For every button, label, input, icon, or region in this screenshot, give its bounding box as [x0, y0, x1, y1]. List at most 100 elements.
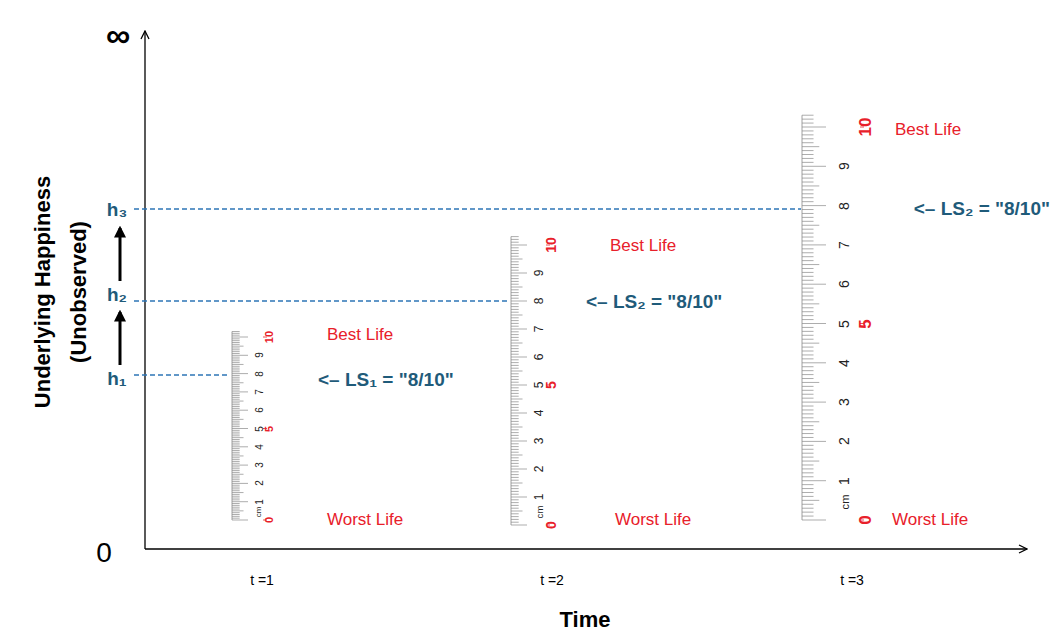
ruler-tick	[802, 351, 814, 352]
ruler-number: 8	[533, 298, 546, 305]
ruler-tick	[232, 375, 240, 376]
ruler-tick	[802, 362, 826, 363]
ruler-tick	[802, 480, 826, 481]
ruler-edge	[511, 237, 512, 525]
ruler-tick	[511, 446, 519, 447]
ruler-tick	[232, 454, 240, 455]
ruler-tick	[802, 158, 814, 159]
ruler-tick	[232, 487, 240, 488]
ruler-tick	[232, 443, 240, 444]
ruler-tick	[802, 394, 814, 395]
level-line	[134, 300, 510, 302]
ruler-tick	[511, 421, 519, 422]
ruler-tick	[232, 439, 240, 440]
ruler-tick	[511, 508, 519, 509]
scale-number: 0	[544, 521, 559, 529]
ruler-number: 9	[533, 270, 546, 277]
ruler-tick	[511, 469, 527, 470]
ruler-tick	[802, 264, 819, 265]
ruler-tick	[802, 134, 814, 135]
ruler-tick	[802, 221, 814, 222]
ruler-tick	[511, 413, 527, 414]
ruler-tick	[511, 519, 519, 520]
ruler-tick	[232, 490, 240, 491]
ruler-tick	[511, 273, 527, 274]
ruler-tick	[802, 319, 814, 320]
ruler-tick	[802, 386, 814, 387]
ruler-tick	[511, 278, 519, 279]
ruler-tick	[802, 492, 814, 493]
ruler-tick	[511, 424, 519, 425]
ruler-tick	[232, 388, 240, 389]
ruler-tick	[511, 259, 523, 260]
ruler-tick	[511, 455, 523, 456]
ruler-number: 1	[533, 494, 546, 501]
ruler-tick	[802, 488, 814, 489]
ruler-tick	[802, 205, 826, 206]
ruler-tick	[232, 488, 240, 489]
x-axis	[145, 548, 1027, 549]
ruler-tick	[511, 415, 519, 416]
ruler-tick	[232, 335, 240, 336]
ruler-tick	[232, 423, 240, 424]
ruler-tick	[802, 292, 814, 293]
ruler-tick	[802, 166, 826, 167]
ruler-tick	[232, 395, 240, 396]
ruler-tick	[511, 382, 519, 383]
ruler-number: 5	[837, 320, 852, 328]
ruler-number: 2	[254, 481, 265, 487]
ruler-tick	[802, 464, 814, 465]
ruler-tick	[511, 452, 519, 453]
ruler-unit: cm	[535, 506, 546, 519]
scale-end-label: Best Life	[327, 326, 393, 345]
ruler-tick	[511, 494, 519, 495]
ruler-tick	[232, 512, 240, 513]
ruler-tick	[802, 347, 814, 348]
ruler-tick	[232, 413, 240, 414]
ruler-tick	[232, 390, 240, 391]
ruler-tick	[511, 471, 519, 472]
ruler-tick	[511, 497, 527, 498]
ruler-tick	[511, 525, 527, 526]
ruler-tick	[232, 358, 240, 359]
ruler-tick	[511, 373, 519, 374]
ruler-tick	[232, 483, 248, 484]
ruler-tick	[802, 303, 819, 304]
scale-number: 10	[544, 237, 559, 253]
ruler-tick	[802, 288, 814, 289]
ruler-tick	[802, 457, 814, 458]
ruler-tick	[802, 378, 814, 379]
scale-number: 5	[263, 425, 275, 431]
ruler-tick	[232, 384, 240, 385]
axis-title: (Unobserved)	[67, 221, 91, 363]
ruler-tick	[232, 435, 240, 436]
ruler-tick	[802, 441, 826, 442]
ruler-tick	[511, 474, 519, 475]
ruler-tick	[511, 379, 519, 380]
ruler-tick	[511, 245, 527, 246]
ruler-tick	[511, 513, 519, 514]
ruler-tick	[232, 408, 240, 409]
ruler-tick	[511, 457, 519, 458]
ruler-tick	[802, 248, 814, 249]
ruler-tick	[232, 368, 240, 369]
ruler-tick	[232, 347, 240, 348]
ruler-tick	[232, 342, 240, 343]
ruler-tick	[802, 461, 819, 462]
ruler-tick	[802, 244, 826, 245]
ruler-tick	[232, 516, 240, 517]
time-tick: t =2	[540, 573, 564, 588]
ruler-tick	[232, 380, 240, 381]
ruler-tick	[232, 351, 240, 352]
ruler-unit: cm	[839, 495, 851, 510]
ruler-tick	[511, 236, 519, 237]
ruler-tick	[232, 477, 240, 478]
ruler-tick	[232, 433, 240, 434]
ruler-tick	[802, 284, 826, 285]
ruler-tick	[802, 449, 814, 450]
ruler-number: 6	[533, 354, 546, 361]
ruler-tick	[802, 417, 814, 418]
ruler-tick	[511, 303, 519, 304]
ruler-tick	[802, 468, 814, 469]
ruler-tick	[511, 443, 519, 444]
